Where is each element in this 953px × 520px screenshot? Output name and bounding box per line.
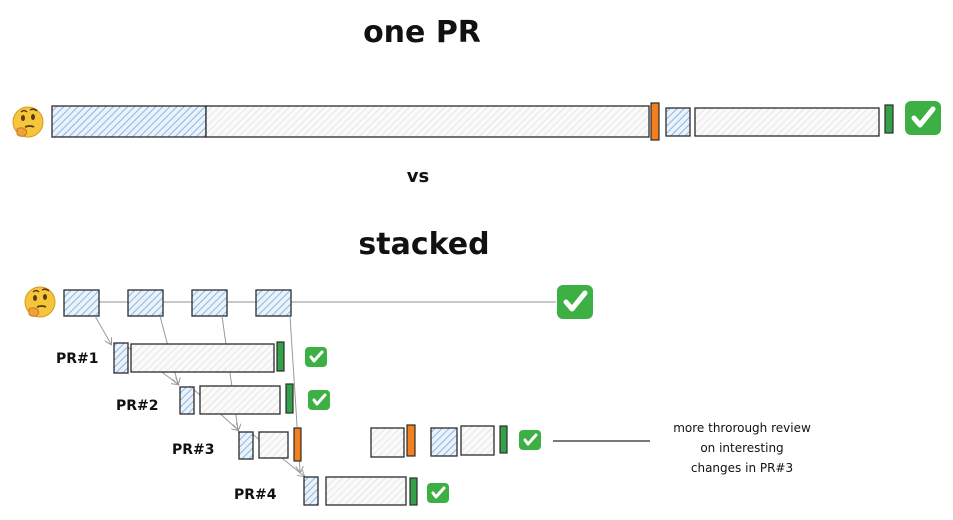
check-icon (557, 285, 593, 319)
vs-label: vs (407, 166, 429, 187)
check-icon (905, 101, 941, 135)
pr3-fix-block (430, 427, 458, 457)
stacked-commit-1 (63, 289, 100, 317)
pr3-approve-marker (499, 425, 508, 454)
pr1-wait-block (130, 343, 275, 373)
pr4-approve-marker (409, 477, 418, 506)
one-pr-second-wait-block (694, 107, 880, 137)
note-line-3: changes in PR#3 (691, 461, 793, 475)
pr3-rework-block (370, 427, 405, 458)
pr4-wait-block (325, 476, 407, 506)
one-pr-approve-marker (884, 104, 894, 134)
one-pr-fix-block (665, 107, 691, 137)
pr2-wait-block (199, 385, 281, 415)
pr3-review-marker (293, 427, 302, 462)
note-line-2: on interesting (700, 441, 783, 455)
stacked-commit-2 (127, 289, 164, 317)
check-icon (517, 428, 543, 452)
pr1-approve-marker (276, 341, 285, 372)
one-pr-review-wait-block (205, 105, 650, 138)
pr3-final-wait-block (460, 425, 495, 456)
pr1-label: PR#1 (56, 351, 99, 367)
thinking-face-icon (12, 106, 44, 138)
one-pr-commit-block (51, 105, 207, 138)
check-icon (306, 388, 332, 412)
pr3-commit-block (238, 431, 254, 460)
title-one-pr: one PR (363, 15, 481, 50)
pr2-approve-marker (285, 383, 294, 414)
check-icon (303, 345, 329, 369)
one-pr-review-marker (650, 102, 660, 141)
pr1-commit-block (113, 342, 129, 374)
pr4-label: PR#4 (234, 487, 277, 503)
pr2-commit-block (179, 386, 195, 415)
title-stacked: stacked (358, 227, 489, 262)
thinking-face-icon (24, 286, 56, 318)
pr2-label: PR#2 (116, 398, 159, 414)
pr3-second-review-marker (406, 424, 416, 457)
note-line-1: more throrough review (673, 421, 811, 435)
arrow-commit1-to-pr1 (94, 315, 111, 344)
check-icon (425, 481, 451, 505)
pr3-wait-block (258, 431, 289, 459)
pr3-label: PR#3 (172, 442, 215, 458)
stacked-commit-4 (255, 289, 292, 317)
pr4-commit-block (303, 476, 319, 506)
stacked-commit-3 (191, 289, 228, 317)
